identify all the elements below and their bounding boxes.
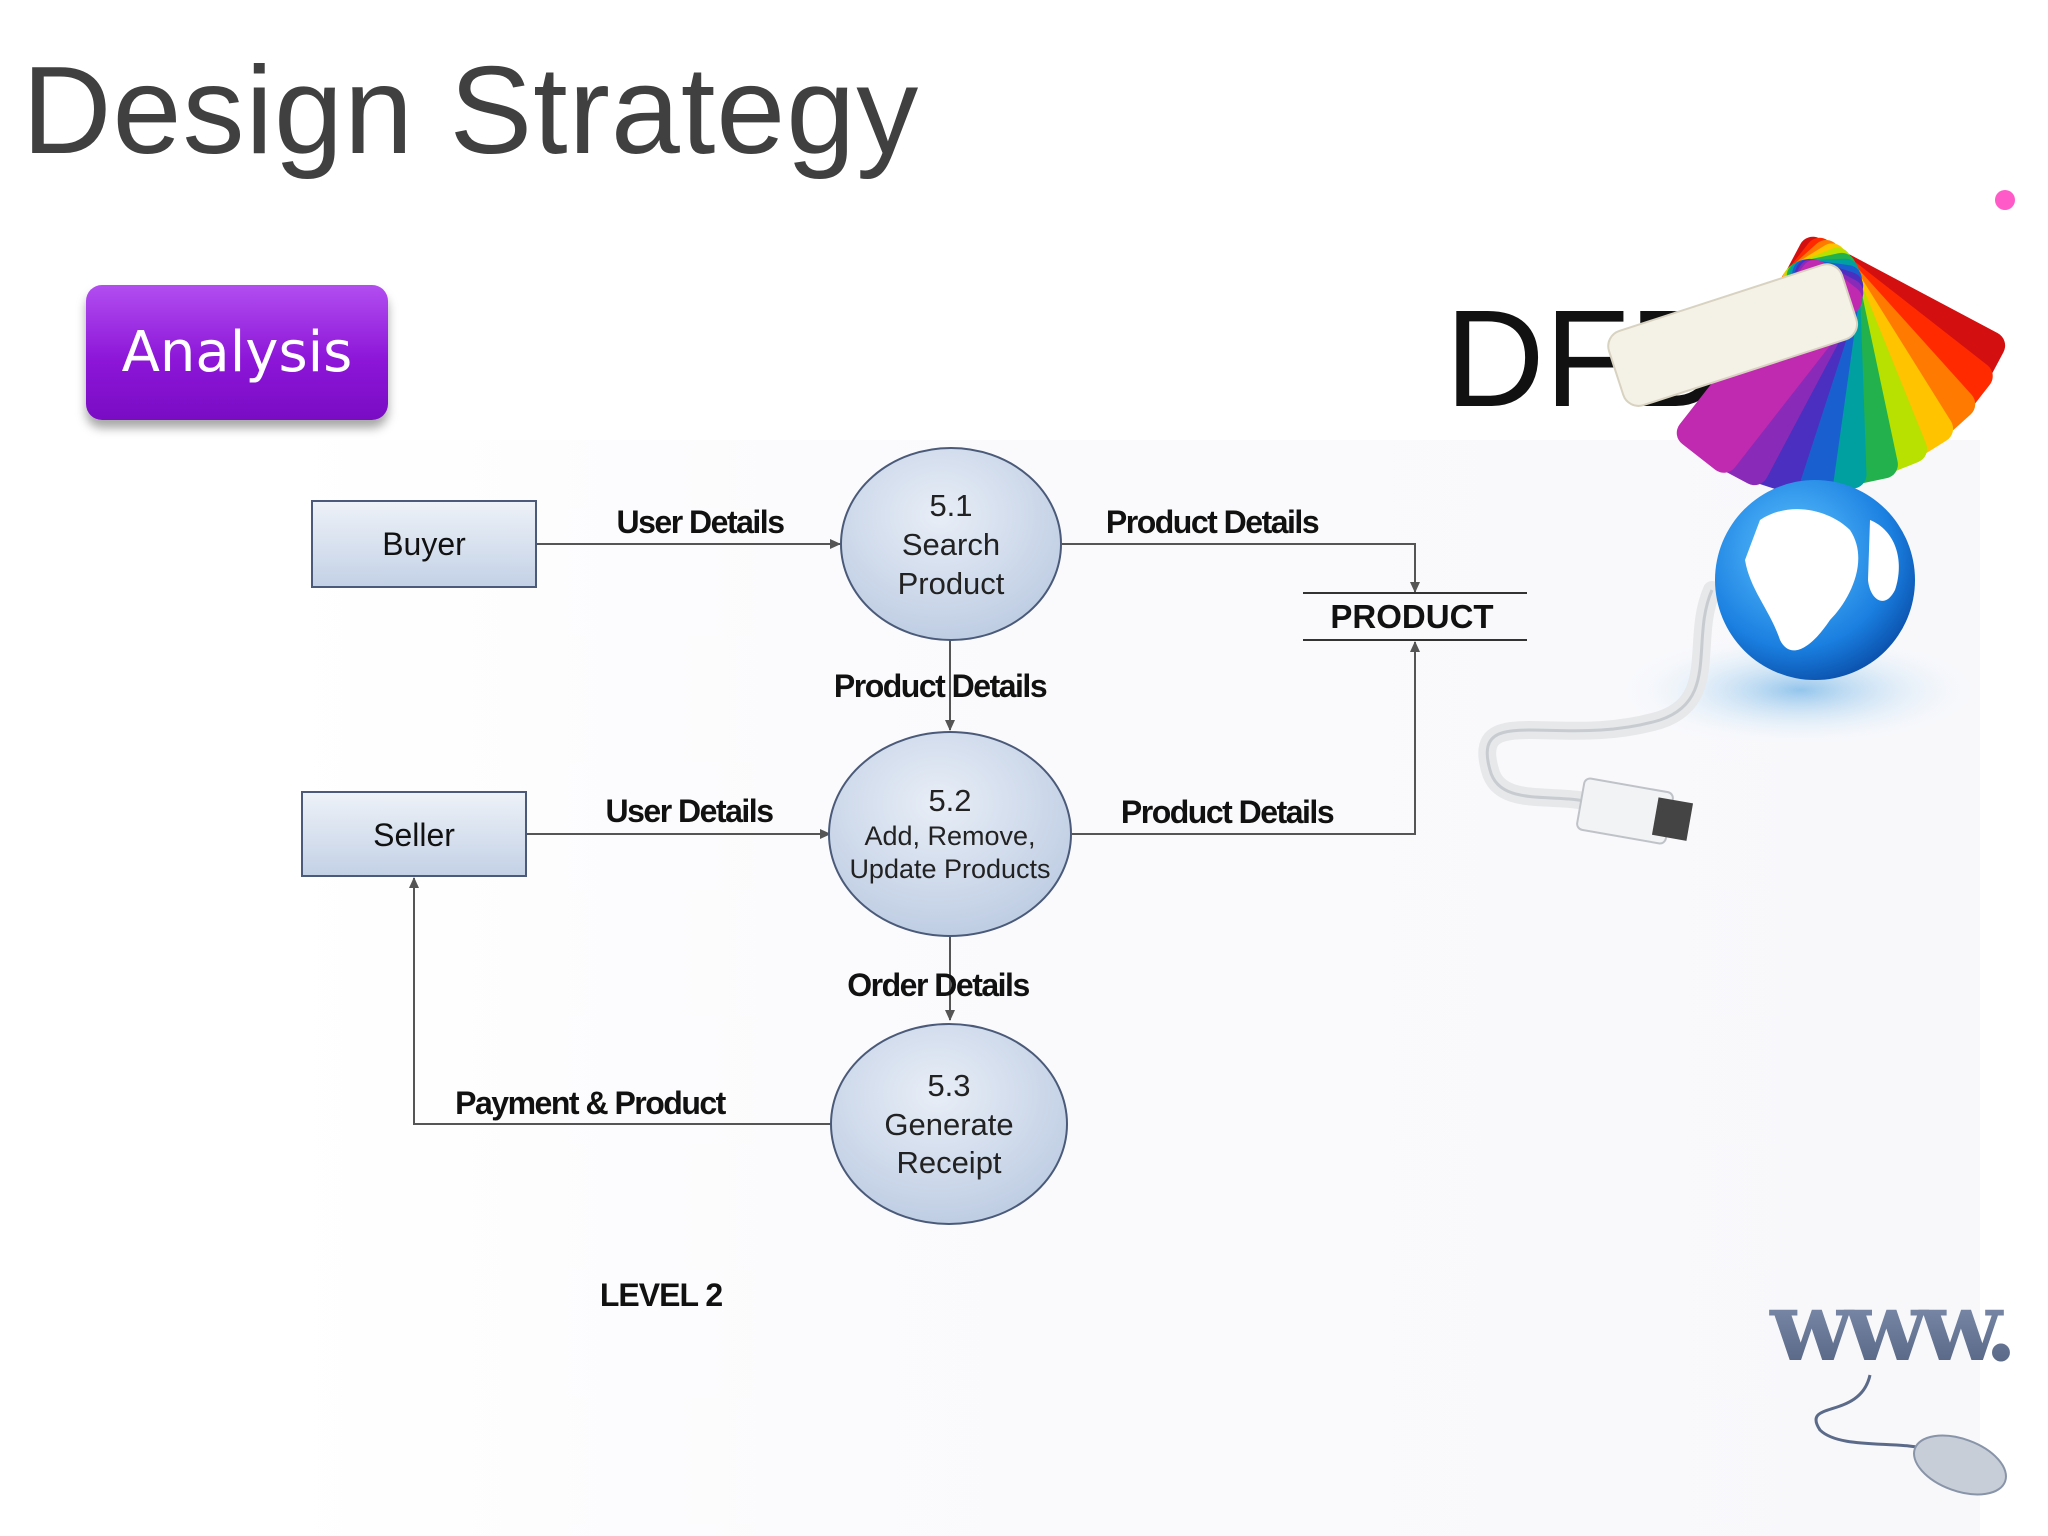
flow-label-seller-user-details: User Details [606,793,774,829]
svg-text:www.: www. [1769,1270,2010,1383]
process-5-2-line1: Add, Remove, [864,821,1035,851]
process-5-2-number: 5.2 [928,783,971,818]
entity-seller-label: Seller [373,817,455,853]
flow-label-search-to-manage: Product Details [834,668,1047,704]
data-store-product: PRODUCT [1303,592,1527,641]
www-mouse-icon: www. [1769,1270,2018,1496]
flow-label-search-product-details: Product Details [1106,504,1319,540]
flow-manage-to-store [1072,641,1420,835]
color-swatch-fan-icon [1607,190,2015,494]
process-5-3-line1: Generate [884,1107,1013,1142]
globe-usb-icon [1478,480,1990,845]
process-5-2-line2: Update Products [849,854,1050,884]
flow-receipt-to-seller [409,877,832,1125]
flow-label-manage-product-details: Product Details [1121,794,1334,830]
process-5-1: 5.1 Search Product [840,447,1062,641]
process-5-3: 5.3 Generate Receipt [830,1023,1068,1225]
flow-label-buyer-user-details: User Details [617,504,785,540]
analysis-badge: Analysis [86,285,388,420]
entity-buyer-label: Buyer [382,526,466,562]
data-store-label: PRODUCT [1330,598,1493,635]
flow-label-payment-product: Payment & Product [455,1085,727,1121]
slide-title: Design Strategy [22,42,920,180]
flow-label-order-details: Order Details [847,967,1029,1003]
level-label: LEVEL 2 [600,1277,722,1313]
process-5-1-line1: Search [902,527,1000,562]
process-5-3-line2: Receipt [896,1145,1001,1180]
process-5-1-line2: Product [898,566,1005,601]
entity-buyer: Buyer [311,500,537,588]
entity-seller: Seller [301,791,527,877]
flow-search-to-store [1062,543,1420,593]
process-5-2: 5.2 Add, Remove, Update Products [828,731,1072,937]
process-5-3-number: 5.3 [927,1068,970,1103]
process-5-1-number: 5.1 [929,488,972,523]
